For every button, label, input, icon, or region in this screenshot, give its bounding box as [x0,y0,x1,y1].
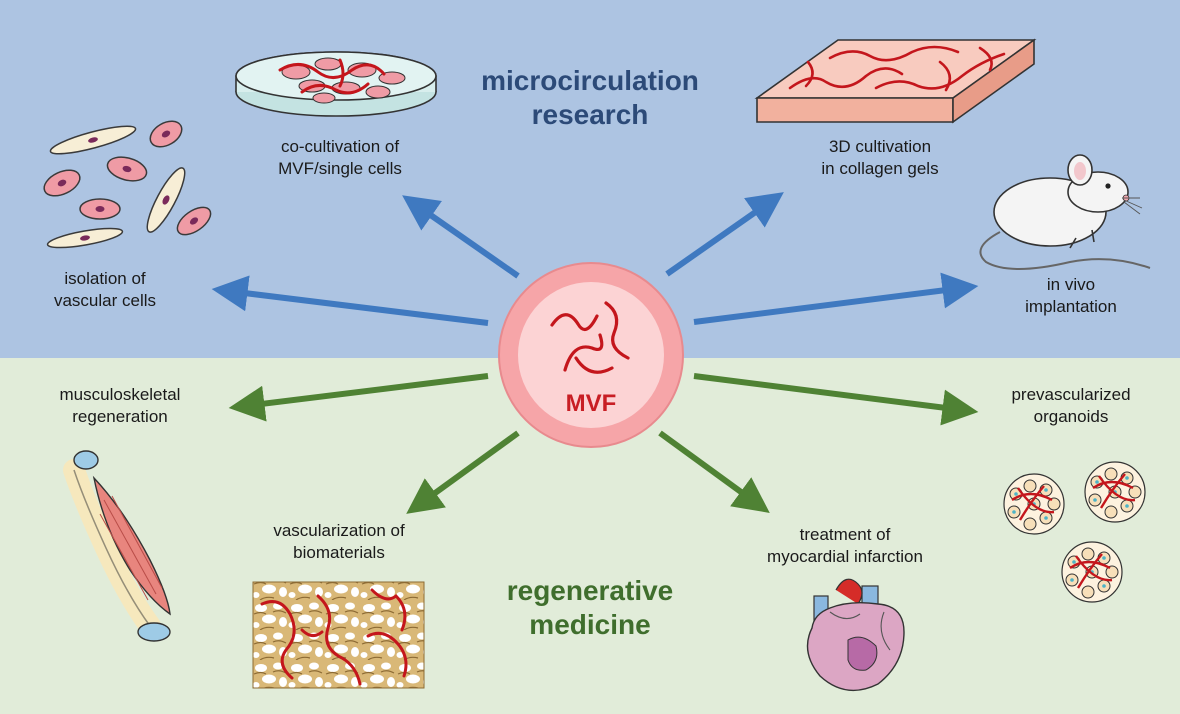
arrow-to-musculoskeletal [228,373,489,422]
label-3d-cultivation-line2: in collagen gels [821,159,939,178]
vascular-cells-icon [43,120,212,249]
label-myocardial-line2: myocardial infarction [767,547,923,566]
research-title-line2: research [531,99,649,130]
label-3d-cultivation: 3D cultivation in collagen gels [790,136,970,180]
petri-dish-icon [235,51,437,117]
scaffold-icon [252,581,425,689]
label-isolation: isolation of vascular cells [20,268,190,312]
label-organoids: prevascularized organoids [986,384,1156,428]
organoid-icon [1003,461,1146,603]
label-isolation-line1: isolation of [64,269,146,288]
label-in-vivo-line2: implantation [1025,297,1117,316]
mvf-hub [498,262,684,448]
arrow-to-3d-cultivation [665,192,784,277]
hub-inner-disc [518,282,664,428]
medicine-title-line1: regenerative [506,575,674,606]
mouse-icon [979,154,1151,270]
label-musculoskeletal-line1: musculoskeletal [59,385,181,404]
research-title-line1: microcirculation [481,65,699,96]
arrow-to-biomaterials [406,430,520,514]
label-organoids-line1: prevascularized [1011,385,1131,404]
label-biomaterials-line1: vascularization of [273,521,405,540]
label-musculoskeletal: musculoskeletal regeneration [30,384,210,428]
medicine-arrows [228,373,979,514]
arrow-to-myocardial [658,430,770,513]
label-in-vivo: in vivo implantation [996,274,1146,318]
arrow-to-organoids [693,373,979,426]
label-3d-cultivation-line1: 3D cultivation [828,137,932,156]
label-myocardial-line1: treatment of [799,525,891,544]
arrow-to-in-vivo [693,272,979,325]
collagen-gel-icon [754,38,1037,124]
label-cocultivation-line1: co-cultivation of [280,137,400,156]
hub-label: MVF [565,390,617,417]
label-organoids-line2: organoids [1033,407,1109,426]
research-title: microcirculation research [440,64,740,132]
medicine-title: regenerative medicine [440,574,740,642]
label-biomaterials-line2: biomaterials [293,543,385,562]
label-cocultivation-line2: MVF/single cells [278,159,402,178]
label-myocardial: treatment of myocardial infarction [740,524,950,568]
hub-vessel-icon [550,301,630,374]
medicine-title-line2: medicine [529,609,651,640]
heart-icon [806,578,905,692]
research-arrows [211,192,979,326]
label-in-vivo-line1: in vivo [1046,275,1096,294]
label-musculoskeletal-line2: regeneration [72,407,168,426]
bone-muscle-icon [63,450,171,642]
label-cocultivation: co-cultivation of MVF/single cells [250,136,430,180]
arrow-to-cocultivation [402,195,520,279]
label-isolation-line2: vascular cells [53,291,157,310]
label-biomaterials: vascularization of biomaterials [244,520,434,564]
arrow-to-isolation [211,275,489,326]
